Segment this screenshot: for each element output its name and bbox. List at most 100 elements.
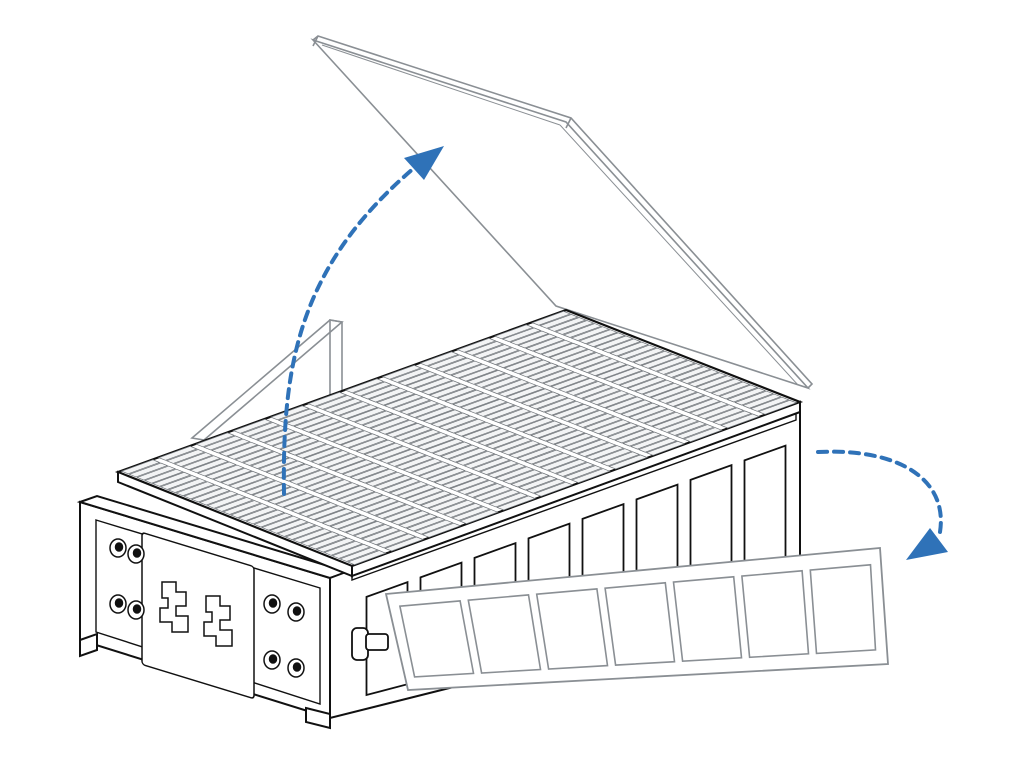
top-array-cell (456, 337, 497, 353)
top-array-cell (626, 376, 667, 392)
top-array-cell (519, 362, 559, 378)
top-array-cell (352, 524, 393, 539)
top-array-cell (443, 502, 484, 518)
top-array-cell (481, 376, 522, 391)
top-array-cell (687, 372, 728, 388)
deployed-side-panel (351, 547, 889, 691)
top-array-cell (581, 387, 622, 402)
top-array-cell (480, 347, 520, 362)
top-array-cell (622, 431, 662, 447)
top-array-cell (181, 455, 222, 471)
top-array-cell (554, 320, 595, 335)
top-array-cell (245, 509, 286, 525)
top-array-cell (326, 456, 367, 472)
top-array-cell (234, 448, 275, 463)
top-array-cell (261, 515, 301, 531)
top-array-cell (274, 492, 315, 508)
top-array-cell (315, 395, 355, 410)
top-array-cell (502, 469, 543, 485)
connector-module-icon (203, 595, 233, 647)
top-array-cell (702, 378, 743, 394)
top-array-cell (196, 461, 237, 477)
top-array-cell (564, 352, 605, 367)
top-array-cell (296, 473, 337, 488)
top-array-cell (282, 495, 323, 511)
top-array-cell (394, 455, 435, 470)
top-array-cell (226, 444, 267, 460)
top-array-cell (628, 405, 669, 421)
top-array-cell (530, 423, 571, 439)
top-array-cell (561, 436, 602, 451)
top-array-cell (634, 379, 675, 395)
top-array-cell (472, 486, 513, 502)
top-array-cell (463, 453, 504, 469)
top-array-cell (284, 525, 325, 540)
curved-deploy-arrow-right-icon (816, 449, 948, 560)
top-array-cell (190, 487, 231, 503)
top-array-cell (734, 390, 775, 406)
top-array-cell (413, 377, 454, 392)
top-array-cell (453, 421, 494, 437)
top-array-cell (464, 341, 505, 356)
top-array-cell (449, 476, 490, 492)
bolt-head-icon (114, 542, 124, 552)
top-array-cell (257, 457, 298, 473)
side-panel-cell (672, 575, 743, 663)
top-array-cell (618, 373, 659, 389)
top-array-cell (384, 536, 425, 552)
curved-deploy-arrow-up-icon (281, 146, 444, 496)
top-array-cell (696, 404, 737, 420)
top-array-cell (183, 484, 223, 500)
top-array-cell (435, 499, 476, 515)
top-array-cell (592, 448, 633, 464)
top-array-cell (612, 399, 653, 415)
top-array-cell (269, 405, 310, 421)
top-array-cell (528, 394, 569, 410)
top-array-cell (430, 412, 471, 428)
top-array-cell (547, 458, 588, 474)
top-array-cell (563, 465, 603, 480)
top-array-cell (439, 444, 480, 460)
top-array-cell (268, 518, 309, 534)
top-array-cell (322, 398, 363, 413)
top-array-cell (598, 422, 639, 438)
top-array-cell (695, 375, 735, 391)
top-array-cell (243, 480, 284, 496)
top-array-cell (757, 399, 798, 415)
top-array-cell (304, 476, 345, 491)
top-array-cell (189, 458, 230, 474)
top-array-cell (388, 481, 429, 496)
top-array-cell (292, 528, 333, 544)
top-array-cell (419, 493, 460, 509)
top-array-cell (640, 353, 681, 369)
top-array-cell (357, 468, 398, 484)
top-array-cell (491, 408, 532, 423)
bolt-head-icon (292, 662, 302, 672)
top-array-cell (509, 330, 550, 346)
top-array-cell (379, 448, 420, 464)
top-array-cell (663, 363, 704, 378)
top-array-cell (457, 480, 498, 495)
top-array-cell (399, 400, 440, 415)
top-array-cell (741, 393, 782, 409)
top-array-cell (511, 359, 552, 375)
top-array-cell (682, 427, 723, 443)
top-array-cell (455, 450, 496, 466)
top-array-cell (308, 421, 349, 436)
top-array-cell (506, 414, 547, 430)
top-array-cell (522, 420, 563, 436)
top-array-cell (404, 487, 445, 503)
side-panel-cell (398, 600, 475, 678)
top-array-cell (559, 406, 600, 422)
top-array-cell (310, 450, 351, 465)
top-array-cell (438, 415, 479, 431)
top-array-cell (489, 379, 530, 394)
top-array-cell (345, 520, 386, 536)
top-array-cell (144, 468, 184, 484)
top-array-cell (313, 508, 354, 524)
top-array-cell (281, 466, 321, 482)
top-array-cell (512, 388, 553, 404)
top-array-cell (428, 383, 469, 399)
top-array-cell (480, 489, 521, 505)
side-panel-cell (741, 569, 810, 659)
